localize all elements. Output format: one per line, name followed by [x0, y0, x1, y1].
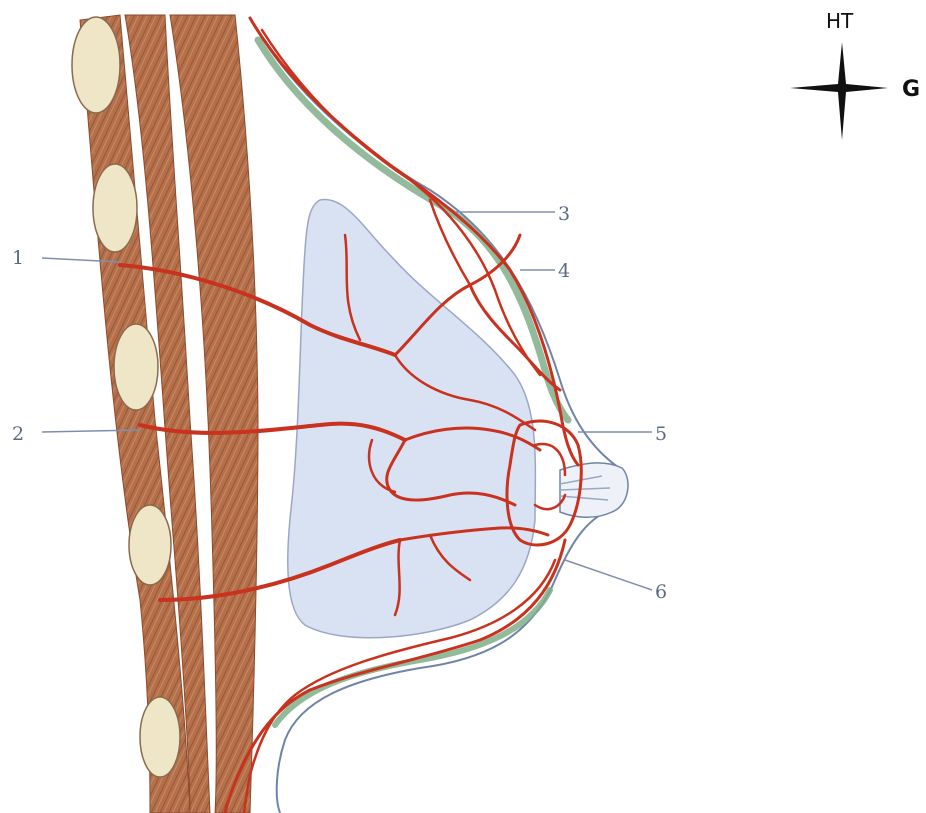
lymph-node — [140, 697, 180, 777]
orientation-compass: HT G — [790, 9, 920, 140]
lymph-node — [72, 17, 120, 113]
leader-line-6 — [565, 560, 652, 590]
label-3: 3 — [558, 203, 570, 225]
lymph-node — [129, 505, 171, 585]
compass-star-icon — [790, 42, 888, 140]
lymph-node — [114, 324, 158, 410]
label-6: 6 — [655, 581, 667, 603]
orientation-up-label: HT — [826, 9, 854, 33]
lymph-node — [93, 164, 137, 252]
label-1: 1 — [12, 247, 24, 269]
orientation-right-label: G — [902, 77, 920, 102]
nipple-areola — [560, 463, 628, 517]
chest-wall-muscles — [80, 15, 258, 813]
label-4: 4 — [558, 260, 570, 282]
label-5: 5 — [655, 423, 667, 445]
label-2: 2 — [12, 423, 24, 445]
